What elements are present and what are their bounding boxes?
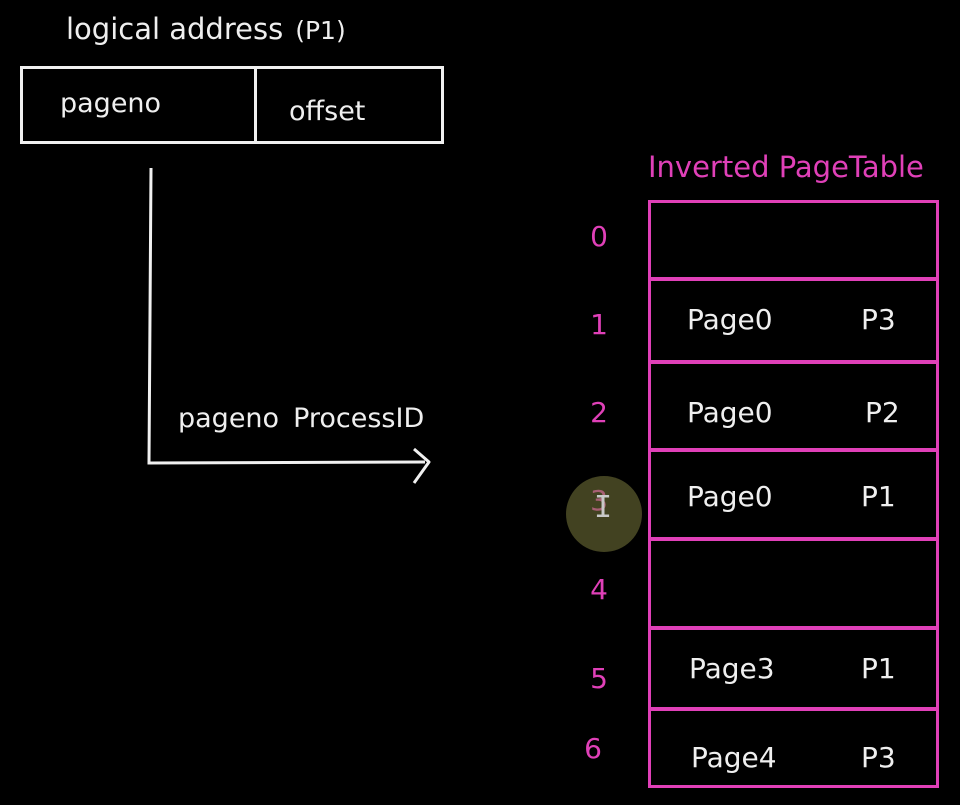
- logical-address-divider: [254, 66, 257, 141]
- row-index-1: 1: [590, 308, 608, 341]
- table-row-4: [648, 538, 939, 629]
- text-cursor-icon: I: [594, 490, 613, 525]
- lookup-process-id: ProcessID: [293, 403, 425, 434]
- row-process: P3: [861, 741, 896, 774]
- table-row-5: Page3 P1: [648, 627, 939, 710]
- lookup-pageno: pageno: [178, 403, 280, 434]
- row-page: Page0: [687, 396, 773, 429]
- row-index-2: 2: [590, 396, 608, 429]
- row-index-6: 6: [584, 732, 602, 765]
- row-page: Page4: [691, 741, 777, 774]
- table-row-3: Page0 P1: [648, 449, 939, 540]
- logical-address-title: logical address (P1): [66, 12, 346, 46]
- lookup-key-label: pageno ProcessID: [178, 403, 424, 434]
- row-index-5: 5: [590, 662, 608, 695]
- table-row-1: Page0 P3: [648, 278, 939, 363]
- logical-address-label: logical address: [66, 12, 284, 46]
- row-page: Page0: [687, 303, 773, 336]
- row-index-0: 0: [590, 220, 608, 253]
- row-process: P2: [865, 396, 900, 429]
- offset-field: offset: [289, 96, 366, 127]
- row-page: Page0: [687, 480, 773, 513]
- row-index-4: 4: [590, 573, 608, 606]
- pageno-field: pageno: [60, 88, 162, 119]
- lookup-arrow-head: [412, 447, 431, 484]
- row-page: Page3: [689, 652, 775, 685]
- inverted-page-table-title: Inverted PageTable: [648, 150, 924, 184]
- table-row-0: [648, 200, 939, 280]
- row-process: P3: [861, 303, 896, 336]
- table-row-6: Page4 P3: [648, 708, 939, 788]
- cursor-highlight: [566, 476, 642, 552]
- row-process: P1: [861, 652, 896, 685]
- table-row-2: Page0 P2: [648, 361, 939, 451]
- logical-address-box: [20, 66, 444, 144]
- row-process: P1: [861, 480, 896, 513]
- logical-address-process: (P1): [295, 16, 346, 45]
